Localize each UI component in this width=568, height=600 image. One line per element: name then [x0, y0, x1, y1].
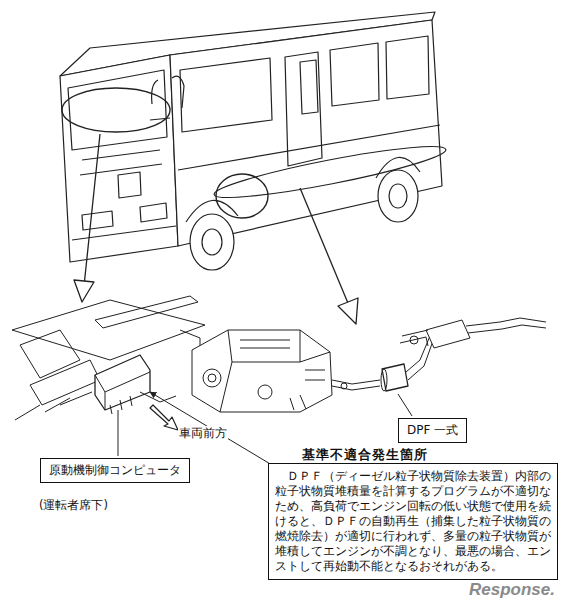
- callout-body: ＤＰＦ（ディーゼル粒子状物質除去装置）内部の粒子状物質堆積量を計算するプログラム…: [268, 463, 558, 580]
- callout-heading: 基準不適合発生箇所: [268, 446, 558, 463]
- part-name: DPF 一式: [398, 418, 467, 443]
- forward-arrow: [150, 405, 178, 430]
- ecu-detail: [12, 296, 205, 420]
- annotation: 車両前方: [178, 426, 228, 441]
- part-name: 原動機制御コンピュータ: [40, 458, 190, 483]
- annotation: (運転者席下): [38, 498, 109, 513]
- engine-detail: [192, 318, 546, 412]
- watermark: Response.: [468, 580, 556, 600]
- part-label-box: 原動機制御コンピュータ: [40, 458, 190, 483]
- part-label-box: DPF 一式: [398, 418, 467, 443]
- bus-illustration: [60, 12, 448, 270]
- callout-box: 基準不適合発生箇所ＤＰＦ（ディーゼル粒子状物質除去装置）内部の粒子状物質堆積量を…: [268, 446, 558, 580]
- detail-arrows: [74, 134, 358, 324]
